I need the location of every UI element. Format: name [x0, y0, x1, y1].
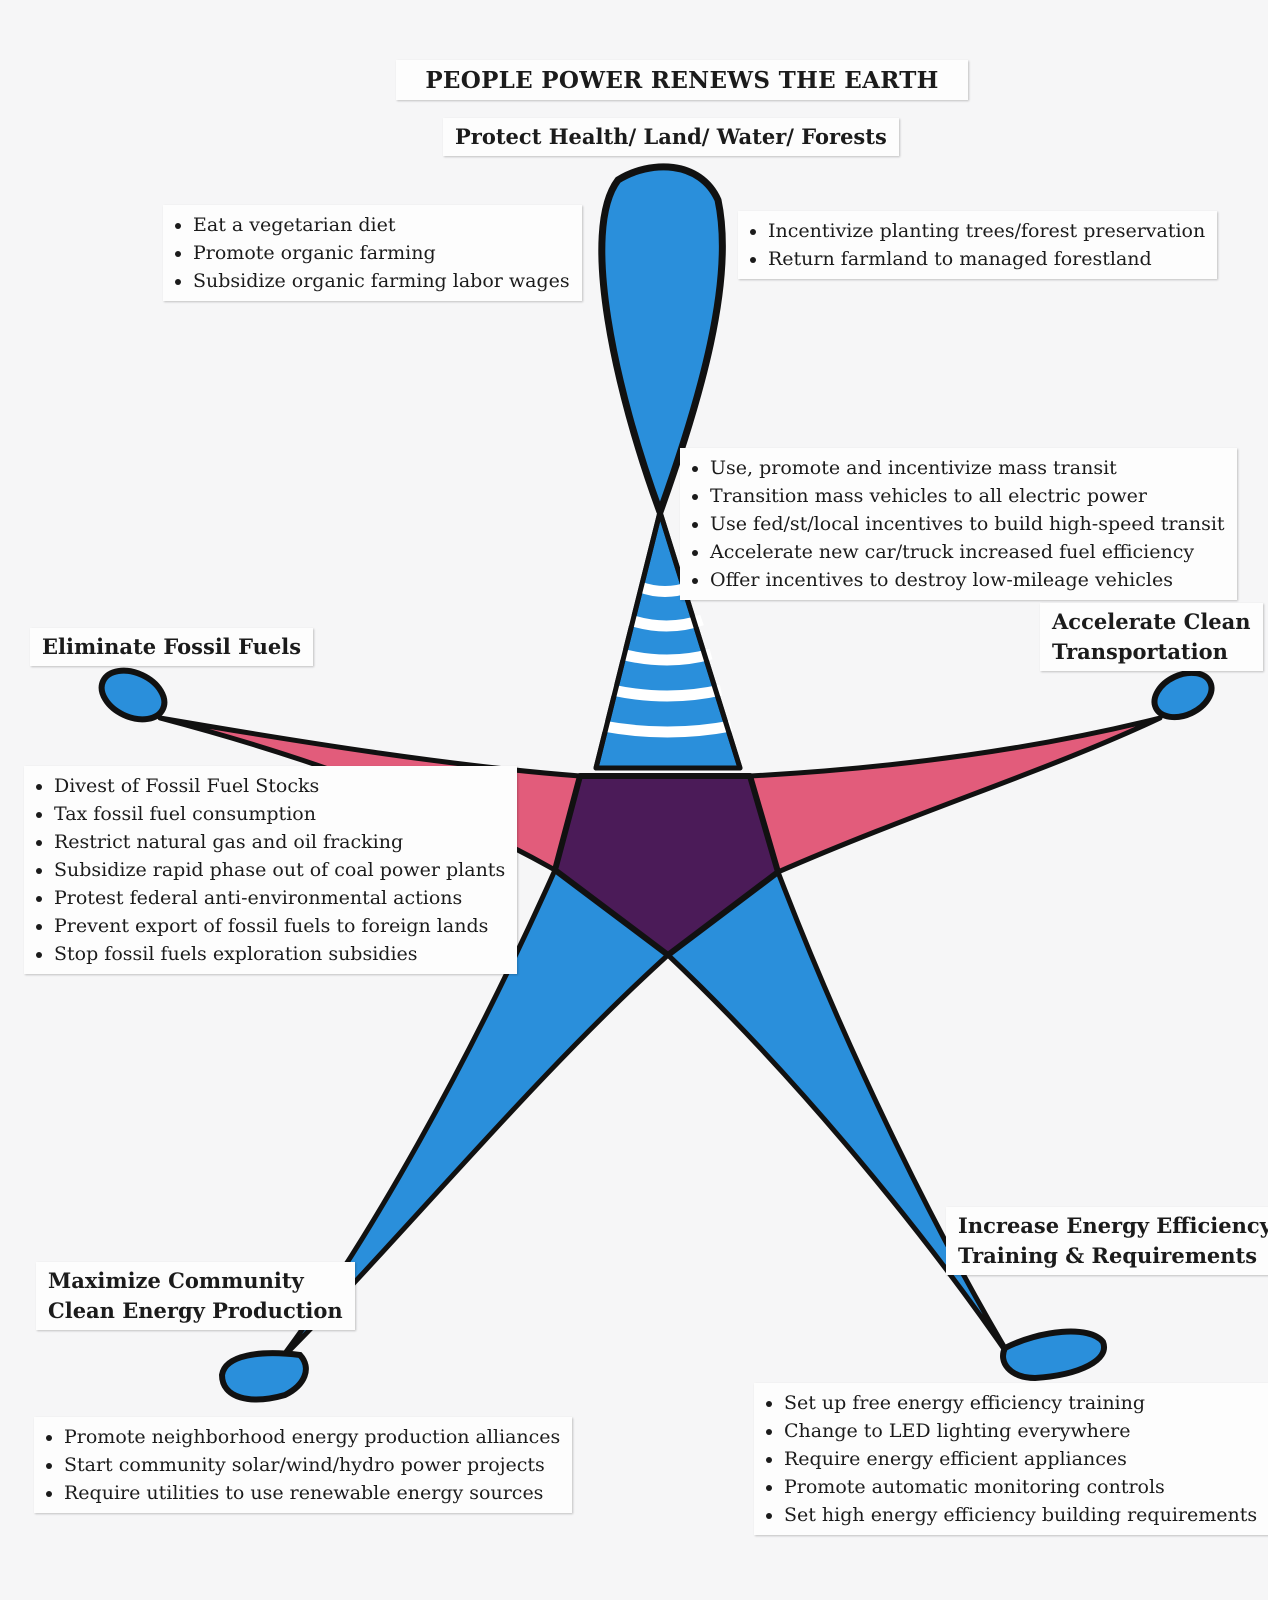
list-item: Set high energy efficiency building requ… [784, 1501, 1257, 1529]
left-arm-tip [98, 667, 168, 723]
list-item: Set up free energy efficiency training [784, 1389, 1257, 1417]
list-item: Require energy efficient appliances [784, 1445, 1257, 1473]
right-foot [1000, 1328, 1107, 1382]
right-arm-tip [1151, 669, 1215, 721]
heading-fossil: Eliminate Fossil Fuels [30, 628, 314, 666]
center-pentagon [552, 773, 781, 958]
list-item: Tax fossil fuel consumption [54, 800, 505, 828]
left-foot [218, 1350, 309, 1403]
list-item: Use fed/st/local incentives to build hig… [710, 510, 1225, 538]
top-arm-outline [593, 509, 743, 771]
heading-efficiency: Increase Energy Efficiency Training & Re… [946, 1207, 1268, 1275]
list-item: Restrict natural gas and oil fracking [54, 828, 505, 856]
list-item: Incentivize planting trees/forest preser… [768, 217, 1205, 245]
heading-line: Accelerate Clean [1052, 609, 1251, 634]
list-protect-left: Eat a vegetarian diet Promote organic fa… [163, 205, 582, 301]
list-efficiency: Set up free energy efficiency training C… [754, 1383, 1268, 1535]
list-item: Change to LED lighting everywhere [784, 1417, 1257, 1445]
list-item: Promote automatic monitoring controls [784, 1473, 1257, 1501]
heading-transport: Accelerate Clean Transportation [1040, 603, 1263, 671]
heading-protect: Protect Health/ Land/ Water/ Forests [443, 118, 899, 156]
list-fossil: Divest of Fossil Fuel Stocks Tax fossil … [24, 766, 518, 974]
heading-line: Training & Requirements [958, 1243, 1258, 1268]
list-item: Stop fossil fuels exploration subsidies [54, 940, 505, 968]
heading-line: Protect Health/ Land/ Water/ Forests [455, 124, 887, 149]
heading-line: Increase Energy Efficiency [958, 1213, 1268, 1238]
list-item: Start community solar/wind/hydro power p… [64, 1451, 560, 1479]
top-arm-loop [598, 163, 726, 516]
list-protect-right: Incentivize planting trees/forest preser… [738, 211, 1218, 279]
list-item: Promote neighborhood energy production a… [64, 1423, 560, 1451]
list-item: Promote organic farming [193, 239, 570, 267]
right-arm [747, 715, 1163, 875]
list-transport: Use, promote and incentivize mass transi… [680, 448, 1237, 600]
heading-line: Transportation [1052, 639, 1228, 664]
list-item: Divest of Fossil Fuel Stocks [54, 772, 505, 800]
list-item: Offer incentives to destroy low-mileage … [710, 566, 1225, 594]
right-leg [665, 869, 1018, 1368]
list-item: Require utilities to use renewable energ… [64, 1479, 560, 1507]
heading-line: Eliminate Fossil Fuels [42, 634, 302, 659]
list-community: Promote neighborhood energy production a… [34, 1417, 573, 1513]
list-item: Return farmland to managed forestland [768, 245, 1205, 273]
list-item: Use, promote and incentivize mass transi… [710, 454, 1225, 482]
heading-line: Maximize Community [48, 1268, 304, 1293]
list-item: Accelerate new car/truck increased fuel … [710, 538, 1225, 566]
list-item: Transition mass vehicles to all electric… [710, 482, 1225, 510]
list-item: Prevent export of fossil fuels to foreig… [54, 912, 505, 940]
page-title: PEOPLE POWER RENEWS THE EARTH [396, 60, 968, 100]
heading-line: Clean Energy Production [48, 1298, 343, 1323]
list-item: Protest federal anti-environmental actio… [54, 884, 505, 912]
list-item: Subsidize organic farming labor wages [193, 267, 570, 295]
list-item: Subsidize rapid phase out of coal power … [54, 856, 505, 884]
heading-community: Maximize Community Clean Energy Producti… [36, 1262, 355, 1330]
list-item: Eat a vegetarian diet [193, 211, 570, 239]
